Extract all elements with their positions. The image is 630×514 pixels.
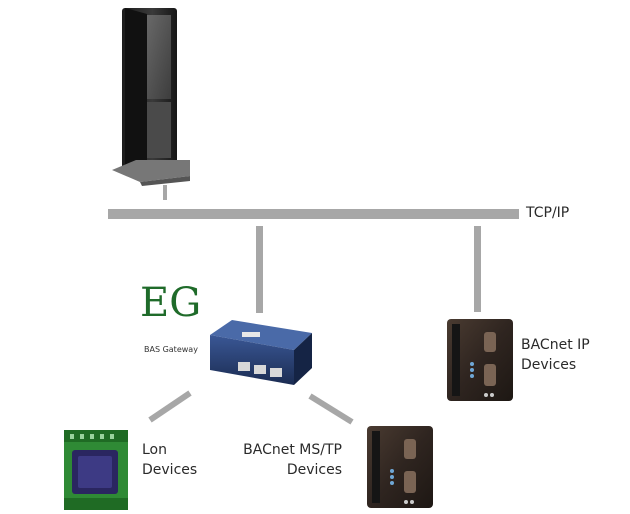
bacnet-ip-window bbox=[484, 364, 496, 386]
kiosk-drop-line bbox=[163, 185, 167, 200]
lon-terminal bbox=[80, 434, 84, 439]
bacnet-ip-controller bbox=[447, 319, 513, 401]
bacnet-ip-drop-line bbox=[474, 226, 481, 312]
bacnet-ip-enclosure bbox=[447, 319, 513, 401]
bas-gateway-device bbox=[210, 320, 312, 385]
status-led bbox=[390, 469, 394, 473]
status-led bbox=[410, 500, 414, 504]
gateway-port bbox=[238, 362, 250, 371]
lon-label-line1: Lon bbox=[142, 442, 167, 458]
lon-device bbox=[64, 430, 128, 510]
lon-label-line2: Devices bbox=[142, 462, 198, 478]
bacnet-mstp-enclosure bbox=[367, 426, 433, 508]
connectors bbox=[108, 185, 519, 425]
kiosk-base-edge bbox=[140, 176, 190, 186]
bacnet-ip-side-rail bbox=[452, 324, 460, 396]
status-led bbox=[470, 368, 474, 372]
bacnet-mstp-window bbox=[404, 471, 416, 493]
lon-label: Lon Devices bbox=[142, 440, 197, 480]
status-led bbox=[470, 362, 474, 366]
kiosk-workstation bbox=[112, 8, 190, 186]
lon-terminal bbox=[70, 434, 74, 439]
lon-terminal bbox=[90, 434, 94, 439]
gateway-drop-line bbox=[256, 226, 263, 313]
kiosk-side bbox=[125, 8, 147, 174]
lon-front-window bbox=[78, 456, 112, 488]
kiosk-lower-panel bbox=[145, 102, 171, 158]
mstp-connector bbox=[308, 393, 354, 425]
status-led bbox=[404, 500, 408, 504]
bacnet-mstp-side-rail bbox=[372, 431, 380, 503]
tcp-ip-backbone bbox=[108, 209, 519, 219]
gateway-label-plate bbox=[242, 332, 260, 337]
gateway-top bbox=[210, 320, 312, 350]
bacnet-mstp-controller bbox=[367, 426, 433, 508]
bacnet-mstp-label: BACnet MS/TP Devices bbox=[238, 440, 342, 480]
bacnet-mstp-label-line2: Devices bbox=[286, 462, 342, 478]
gateway-port bbox=[270, 368, 282, 377]
status-led bbox=[490, 393, 494, 397]
kiosk-base bbox=[112, 160, 190, 182]
status-led bbox=[390, 475, 394, 479]
bacnet-mstp-label-line1: BACnet MS/TP bbox=[243, 442, 342, 458]
lon-terminal bbox=[110, 434, 114, 439]
status-led bbox=[470, 374, 474, 378]
lon-connector bbox=[148, 390, 192, 423]
tcp-ip-label: TCP/IP bbox=[526, 205, 570, 221]
gateway-port bbox=[254, 365, 266, 374]
eg-logo-mark: EG bbox=[140, 280, 201, 326]
gateway-caption: BAS Gateway bbox=[144, 345, 198, 354]
lon-terminal-strip bbox=[64, 498, 128, 510]
status-led bbox=[484, 393, 488, 397]
bacnet-ip-label: BACnet IP Devices bbox=[521, 335, 590, 375]
eg-logo: EG bbox=[140, 280, 201, 326]
kiosk-screen bbox=[145, 15, 171, 99]
bacnet-mstp-window bbox=[404, 439, 416, 459]
status-led bbox=[390, 481, 394, 485]
bacnet-ip-window bbox=[484, 332, 496, 352]
bacnet-ip-label-line2: Devices bbox=[521, 357, 577, 373]
lon-terminal bbox=[100, 434, 104, 439]
gateway-side bbox=[294, 333, 312, 385]
bacnet-ip-label-line1: BACnet IP bbox=[521, 337, 590, 353]
